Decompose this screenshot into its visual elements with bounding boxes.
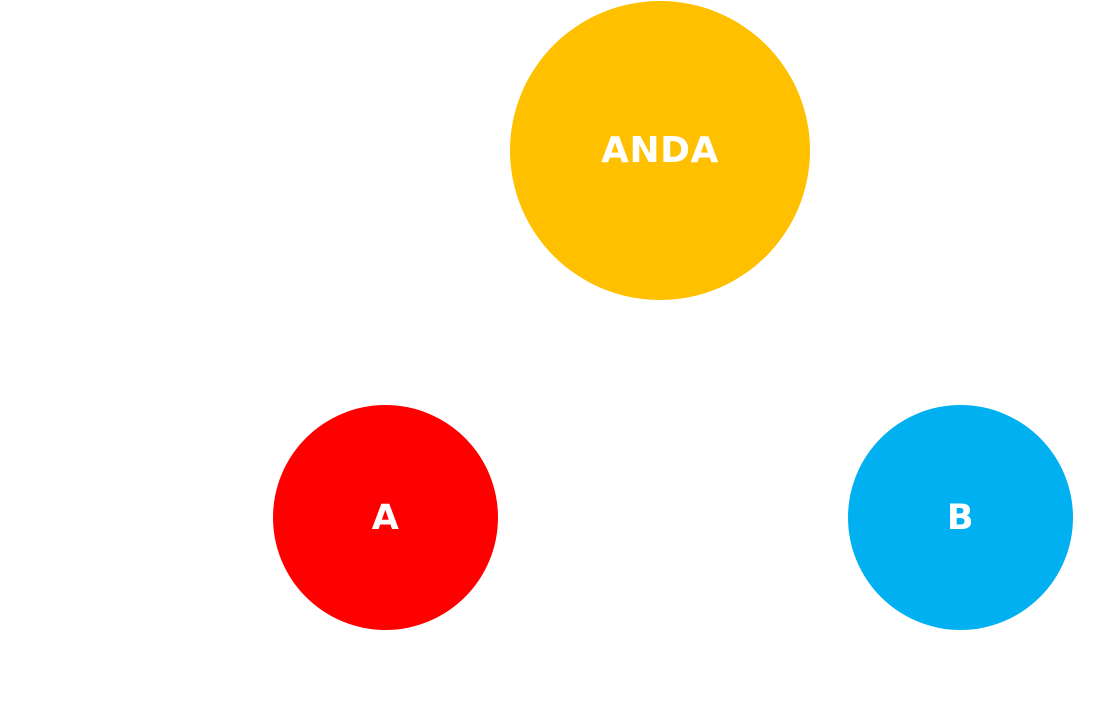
node-label-b: B (946, 497, 975, 538)
circle-node-a: A (273, 405, 498, 630)
circle-node-anda: ANDA (510, 1, 810, 300)
circle-node-b: B (848, 405, 1073, 630)
node-label-a: A (371, 497, 400, 538)
node-label-anda: ANDA (601, 130, 719, 171)
